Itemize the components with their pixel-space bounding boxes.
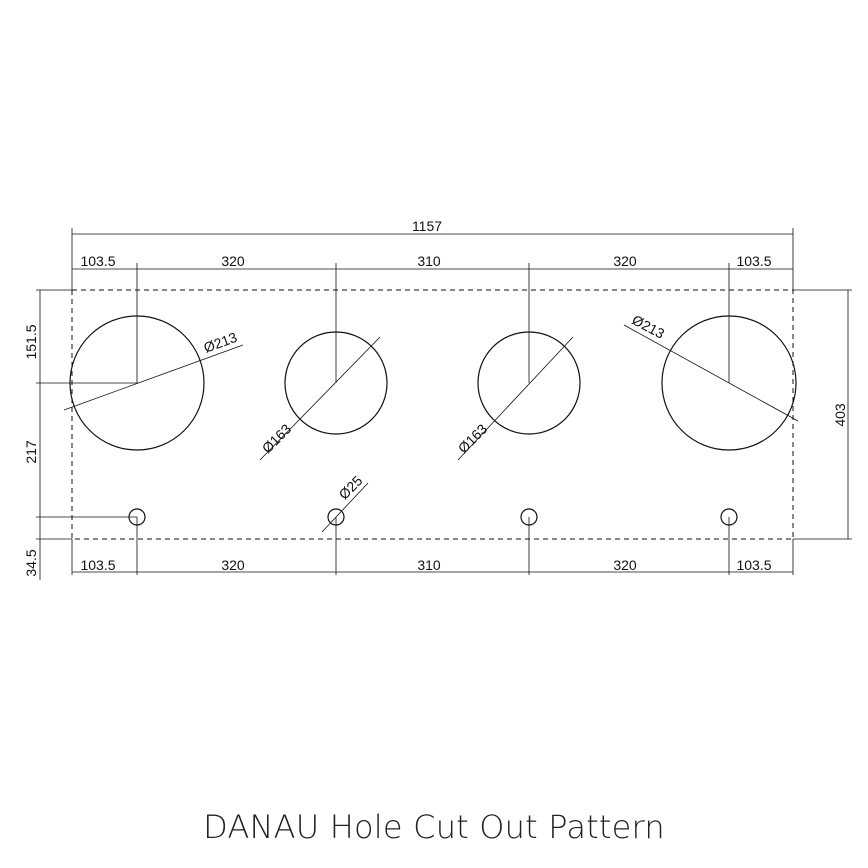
- small-holes: Ø25: [128, 472, 738, 533]
- panel-outline: [71, 289, 794, 540]
- left-dim-3: 34.5: [23, 549, 39, 576]
- small-hole-label: Ø25: [335, 472, 365, 502]
- bottom-chain-dimension: 103.5 320 310 320 103.5: [72, 557, 793, 573]
- right-vertical-dimension: 403: [793, 289, 852, 540]
- top-dim-4: 320: [613, 253, 637, 269]
- left-vertical-dimension: 151.5 217 34.5: [23, 289, 137, 580]
- small-hole-1: [128, 508, 146, 526]
- left-dim-2: 217: [23, 440, 39, 464]
- top-dim-3: 310: [417, 253, 441, 269]
- bottom-extension-lines: [71, 517, 794, 575]
- medium-hole-left: Ø163: [259, 331, 388, 461]
- small-hole-4: [720, 508, 738, 526]
- bottom-dim-1: 103.5: [80, 557, 115, 573]
- top-extension-lines: [71, 228, 794, 383]
- overall-width-label: 1157: [412, 218, 442, 234]
- medium-hole-left-label: Ø163: [259, 421, 295, 457]
- medium-hole-right-label: Ø163: [455, 421, 491, 457]
- drawing-title: DANAU Hole Cut Out Pattern: [203, 808, 665, 846]
- top-chain-dimension: 103.5 320 310 320 103.5: [72, 253, 793, 270]
- overall-height-label: 403: [832, 403, 848, 427]
- overall-width-dimension: 1157: [72, 218, 793, 235]
- top-dim-2: 320: [221, 253, 245, 269]
- top-dim-1: 103.5: [80, 253, 115, 269]
- large-hole-right: Ø213: [623, 311, 799, 451]
- bottom-dim-4: 320: [613, 557, 637, 573]
- bottom-dim-2: 320: [221, 557, 245, 573]
- large-hole-right-label: Ø213: [629, 311, 667, 341]
- small-hole-3: [520, 508, 538, 526]
- top-dim-5: 103.5: [736, 253, 771, 269]
- left-dim-1: 151.5: [23, 324, 39, 359]
- small-hole-2: [327, 508, 345, 526]
- bottom-dim-5: 103.5: [736, 557, 771, 573]
- bottom-dim-3: 310: [417, 557, 441, 573]
- large-hole-left-label: Ø213: [201, 329, 239, 356]
- medium-hole-right: Ø163: [455, 331, 581, 461]
